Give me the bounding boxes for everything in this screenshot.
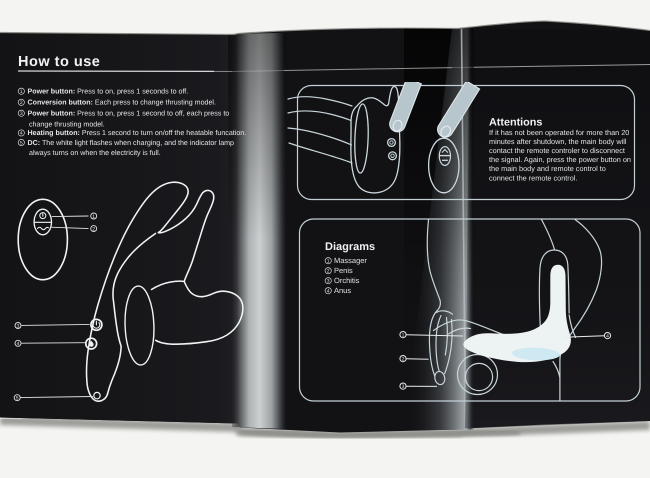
svg-text:DC: The white light flashes: DC: The white light flashes when chargin… — [28, 139, 235, 147]
svg-text:2: 2 — [92, 226, 95, 232]
svg-text:4: 4 — [20, 131, 23, 137]
svg-text:always turns on when the elect: always turns on when the electricity is … — [29, 149, 161, 157]
svg-text:5: 5 — [16, 396, 19, 402]
svg-text:connect the remote control.: connect the remote control. — [489, 173, 577, 182]
svg-text:Massager: Massager — [334, 256, 367, 265]
svg-text:Attentions: Attentions — [489, 117, 542, 129]
svg-text:4: 4 — [606, 333, 609, 339]
svg-text:Penis: Penis — [334, 266, 353, 275]
svg-text:3: 3 — [17, 323, 20, 329]
svg-text:4: 4 — [327, 289, 330, 295]
svg-text:contact the remote controler t: contact the remote controler to disconne… — [489, 146, 625, 155]
svg-text:1: 1 — [20, 89, 23, 95]
svg-text:3: 3 — [402, 384, 405, 390]
svg-text:1: 1 — [402, 332, 405, 338]
svg-text:Orchitis: Orchitis — [334, 276, 360, 285]
svg-text:Heating button: Press 1 seco: Heating button: Press 1 second to turn o… — [28, 129, 247, 137]
svg-text:2: 2 — [20, 100, 23, 106]
svg-text:4: 4 — [17, 341, 20, 347]
svg-text:the main body and remote contr: the main body and remote control to — [489, 164, 606, 173]
svg-text:Power button: Press to on, p: Power button: Press to on, press 1 secon… — [28, 88, 189, 96]
svg-text:the signal. Again, press the p: the signal. Again, press the power butto… — [489, 155, 631, 164]
svg-text:3: 3 — [20, 111, 23, 117]
svg-text:5: 5 — [20, 140, 23, 146]
svg-text:1: 1 — [327, 259, 330, 265]
svg-text:If it has not been operated fo: If it has not been operated for more tha… — [489, 128, 629, 137]
svg-text:2: 2 — [402, 356, 405, 362]
svg-text:Conversion button: Each pres: Conversion button: Each press to change … — [28, 99, 216, 107]
svg-text:How to use: How to use — [18, 54, 100, 70]
svg-text:Anus: Anus — [334, 286, 351, 295]
svg-text:1: 1 — [92, 214, 95, 220]
svg-text:2: 2 — [327, 269, 330, 275]
svg-text:Power button: Press to on, p: Power button: Press to on, press 1 secon… — [28, 110, 230, 118]
svg-text:change thrusting model.: change thrusting model. — [29, 120, 105, 128]
svg-text:Diagrams: Diagrams — [325, 241, 375, 253]
svg-text:minutes after shutdown, the ma: minutes after shutdown, the main body wi… — [489, 137, 627, 146]
svg-text:3: 3 — [327, 279, 330, 285]
